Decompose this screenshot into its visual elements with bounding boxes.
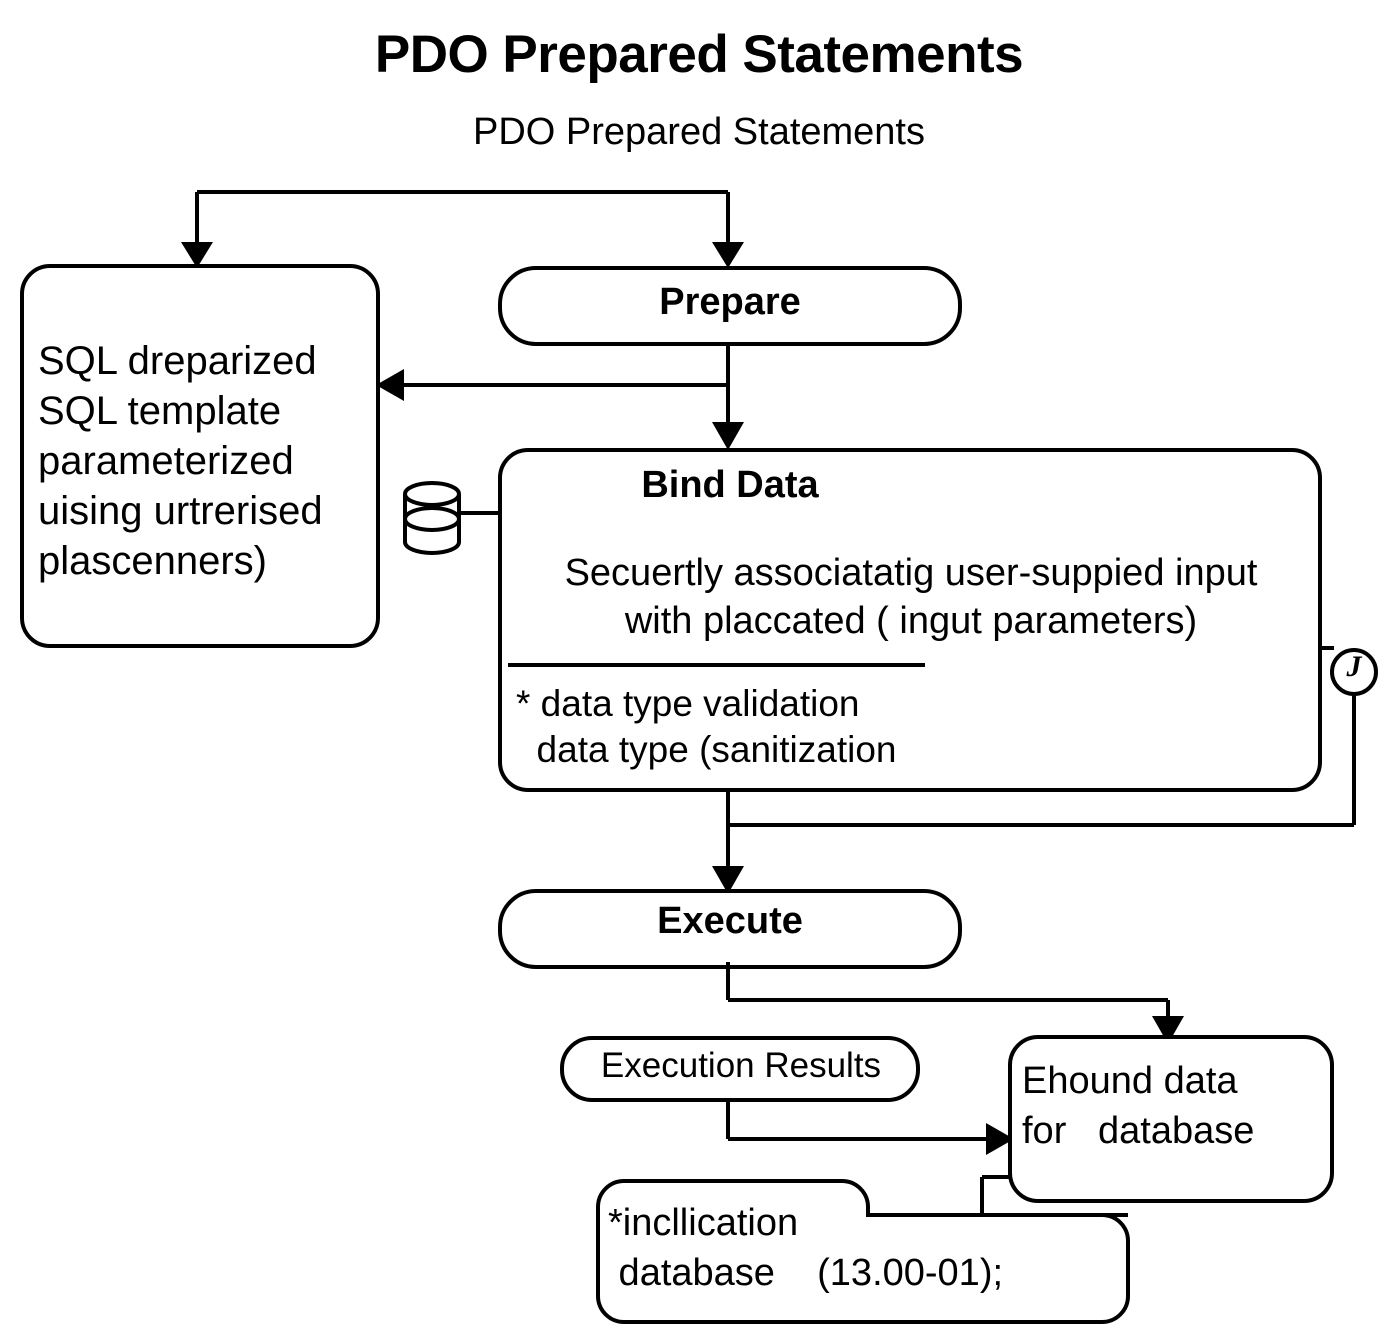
execution-results-box-shape[interactable] (560, 1036, 920, 1102)
prepare-box-label: Prepare (659, 281, 801, 323)
connector-execution-results-to-ehound-data (726, 1100, 1014, 1155)
incllication-box-shape[interactable] (596, 1179, 1130, 1324)
execution-results-box-label: Execution Results (600, 1046, 882, 1085)
check-badge-glyph: J (1346, 650, 1362, 683)
connector-execute-to-ehound-data (726, 962, 1184, 1044)
sql-template-box-shape[interactable] (20, 264, 380, 648)
database-cylinder-icon (403, 481, 500, 555)
connector-bind-data-feedback-loop (728, 646, 1356, 827)
connector-prepare-to-bind-data (712, 385, 744, 450)
connector-prepare-to-sql-template (376, 344, 730, 401)
connector-bind-data-to-execute (712, 790, 744, 894)
bind-data-box-subnotes: * data type validation data type (saniti… (516, 683, 897, 770)
bind-data-box-shape[interactable] (498, 448, 1322, 792)
page-subtitle: PDO Prepared Statements (473, 111, 925, 153)
ehound-data-box-shape[interactable] (1008, 1035, 1334, 1203)
connector-top-split (181, 190, 744, 268)
page-title: PDO Prepared Statements (374, 25, 1024, 84)
sql-template-box-label: SQL dreparized SQL template parameterize… (38, 339, 323, 583)
check-badge-icon[interactable] (1330, 648, 1378, 696)
incllication-box-label: *incllication database (13.00-01); (608, 1202, 1004, 1294)
bind-data-box-body: Secuertly associatatig user-suppied inpu… (564, 552, 1258, 642)
bind-data-box-title: Bind Data (641, 464, 819, 506)
ehound-data-box-label: Ehound data for database (1022, 1060, 1255, 1152)
execute-box-label: Execute (657, 900, 803, 942)
